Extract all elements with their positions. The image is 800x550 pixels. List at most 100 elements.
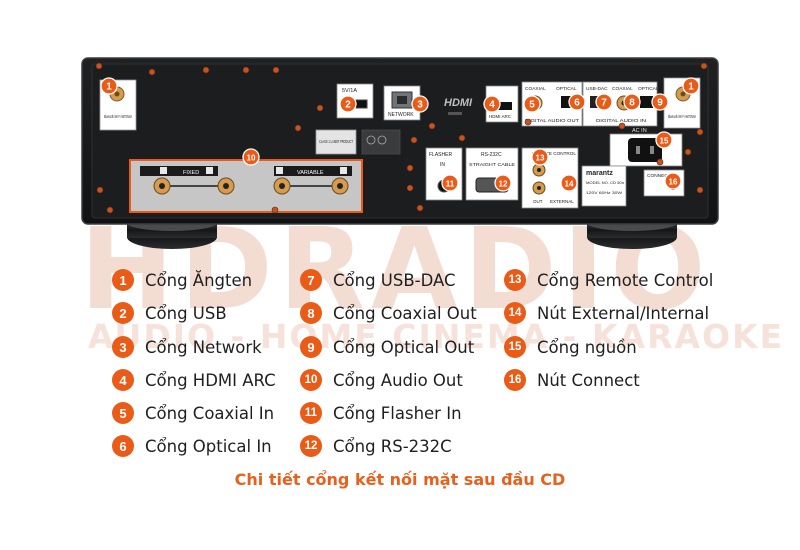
legend-item: 9 Cổng Optical Out (300, 335, 474, 359)
callout-13: 13 (531, 148, 549, 166)
legend-item: 13 Cổng Remote Control (504, 268, 713, 292)
callout-badge (531, 148, 549, 166)
callout-4: 4 (483, 95, 501, 113)
screw (106, 206, 114, 214)
power-rating: 120V 60Hz 30W (586, 190, 622, 195)
screw (618, 122, 626, 130)
callout-8: 8 (623, 93, 641, 111)
callout-number: 1 (688, 82, 694, 93)
screw (294, 124, 302, 132)
callout-number: 12 (499, 180, 508, 189)
optical-in-label: OPTICAL (638, 86, 659, 92)
model-number: MODEL NO. CD 50n (586, 180, 624, 185)
model-label-block: marantz MODEL NO. CD 50n 120V 60Hz 30W (581, 165, 627, 207)
callout-number: 9 (657, 98, 663, 109)
callout-10: 10 (242, 148, 260, 166)
legend-badge: 6 (112, 435, 134, 457)
caption: Chi tiết cổng kết nối mặt sau đầu CD (234, 470, 566, 489)
callout-number: 15 (660, 137, 669, 146)
screw (95, 62, 103, 70)
legend-badge: 13 (504, 269, 526, 291)
callout-badge (411, 95, 429, 113)
legend-item: 15 Cổng nguồn (504, 335, 637, 359)
legend-label: Cổng RS-232C (333, 436, 452, 456)
screw (96, 186, 104, 194)
legend-label: Cổng nguồn (537, 337, 637, 357)
screw (202, 66, 210, 74)
flasher-label: FLASHER (429, 152, 452, 158)
variable-label: VARIABLE (297, 170, 324, 176)
callout-badge (560, 174, 578, 192)
antenna-left-label: Bluetooth /Wi-Fi ANTENNA (104, 114, 132, 119)
network-port-label: NETWORK (388, 112, 414, 118)
legend-label: Cổng Coaxial Out (333, 303, 477, 323)
legend-item: 12 Cổng RS-232C (300, 434, 452, 458)
legend-item: 8 Cổng Coaxial Out (300, 301, 477, 325)
audio-out-panel: FIXED VARIABLE (129, 159, 363, 213)
screw (416, 204, 424, 212)
hdmi-logo: HDMI (444, 97, 473, 109)
screw (656, 158, 664, 166)
screw (406, 164, 414, 172)
legend-badge: 8 (300, 302, 322, 324)
legend-badge: 5 (112, 402, 134, 424)
digital-audio-in-label: DIGITAL AUDIO IN (596, 118, 646, 123)
callout-16: 16 (664, 172, 682, 190)
rs232c-label: RS-232C (481, 152, 502, 158)
legend-badge: 12 (300, 435, 322, 457)
callout-9: 9 (651, 93, 669, 111)
callout-1-right: 1 (682, 77, 700, 95)
callout-badge (568, 93, 586, 111)
callout-3: 3 (411, 95, 429, 113)
legend-label: Cổng Remote Control (537, 270, 714, 290)
brand-logo: marantz (586, 170, 613, 177)
flasher-in-label: IN (440, 162, 445, 168)
legend-label: Cổng USB (145, 303, 227, 323)
legend-label: Nút Connect (537, 370, 640, 390)
callout-number: 5 (529, 100, 535, 111)
digital-audio-out-label: DIGITAL AUDIO OUT (525, 118, 579, 123)
screw (696, 186, 704, 194)
ac-in-block: AC IN (609, 128, 683, 167)
legend-badge: 9 (300, 336, 322, 358)
callout-1-left: 1 (100, 77, 118, 95)
screw (148, 68, 156, 76)
legend-label: Cổng USB-DAC (333, 270, 456, 290)
legend-badge: 16 (504, 369, 526, 391)
screw (406, 184, 414, 192)
legend-badge: 14 (504, 302, 526, 324)
coaxial-in-label: COAXIAL (612, 86, 633, 92)
legend-item: 5 Cổng Coaxial In (112, 401, 274, 425)
screw (316, 104, 324, 112)
callout-number: 16 (669, 178, 678, 187)
screws (95, 62, 708, 214)
callout-15: 15 (655, 131, 673, 149)
callout-badge (655, 131, 673, 149)
legend-label: Cổng Ăngten (145, 270, 253, 290)
callout-6: 6 (568, 93, 586, 111)
rs232c-block: RS-232C STRAIGHT CABLE (465, 147, 519, 201)
remote-external-label: EXTERNAL (550, 199, 574, 204)
digital-audio-in-block: USB-DAC COAXIAL OPTICAL DIGITAL AUDIO IN (582, 81, 659, 127)
callout-badge (651, 93, 669, 111)
callout-badge (483, 95, 501, 113)
legend-label: Cổng Coaxial In (145, 403, 275, 423)
callout-number: 7 (601, 98, 607, 109)
legend-label: Cổng Optical Out (333, 337, 475, 357)
legend-badge: 15 (504, 336, 526, 358)
usb-dac-label: USB-DAC (586, 86, 608, 92)
callout-number: 6 (574, 98, 580, 109)
callout-11: 11 (441, 174, 459, 192)
callout-badge (494, 174, 512, 192)
legend-label: Cổng Audio Out (333, 370, 463, 390)
callout-12: 12 (494, 174, 512, 192)
callout-number: 3 (417, 100, 423, 111)
callout-badge (339, 95, 357, 113)
screw (410, 136, 418, 144)
device-rear-panel: Bluetooth /Wi-Fi ANTENNA Bluetooth /Wi-F… (81, 57, 719, 249)
